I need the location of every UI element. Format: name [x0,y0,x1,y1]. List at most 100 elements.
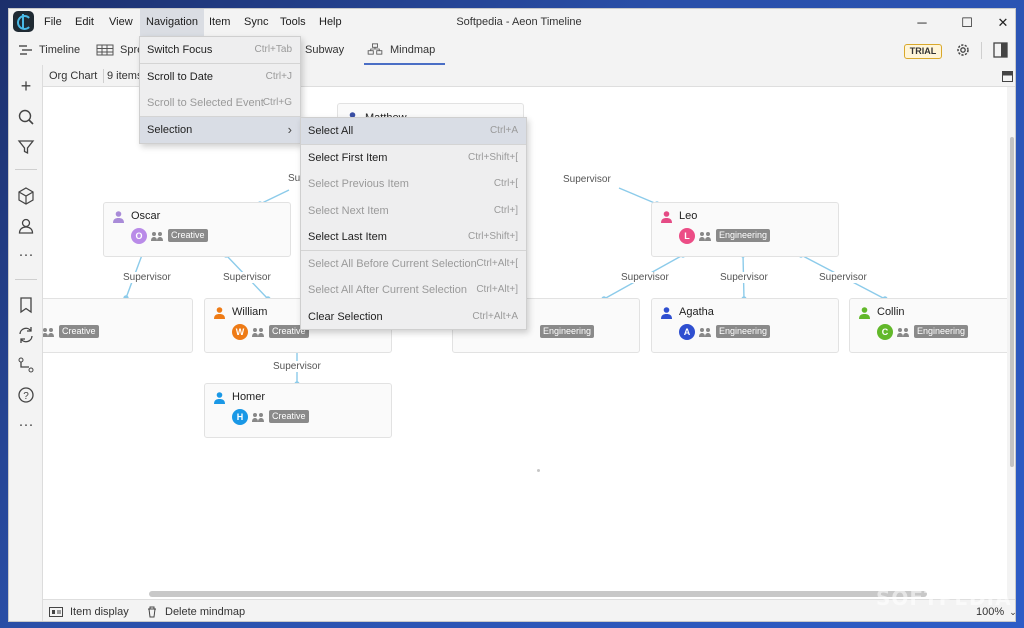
status-badge: Engineering [914,325,969,338]
horizontal-scroll-thumb[interactable] [149,591,927,597]
window-title: Softpedia - Aeon Timeline [456,16,582,28]
menu-item-shortcut: Ctrl+Tab [254,44,292,55]
collapse-panel-icon[interactable] [1002,71,1013,82]
title-bar: File Edit View Navigation Item Sync Tool… [9,9,1015,36]
panel-toggle-icon[interactable] [993,42,1008,58]
tab-mindmap[interactable]: Mindmap [366,36,435,65]
menu-file[interactable]: File [44,16,62,28]
node-homer[interactable]: Homer H Creative [204,383,392,438]
link-label: Supervisor [619,272,671,283]
close-button[interactable]: ✕ [997,15,1009,30]
menu-view[interactable]: View [109,16,133,28]
menu-item-label: Select All [308,125,354,137]
vertical-scroll-thumb[interactable] [1010,137,1014,467]
person-icon [859,307,870,319]
horizontal-scrollbar[interactable] [43,589,1007,599]
menu-item-shortcut: Ctrl+Alt+] [476,284,518,295]
zoom-level[interactable]: 100% ⌄ [976,600,1015,621]
link-label: Supervisor [221,272,273,283]
tab-subway[interactable]: Subway [305,36,344,65]
menu-separator [140,63,300,64]
node-partial-left[interactable]: e Creative [43,298,193,353]
add-icon[interactable]: + [20,76,32,96]
cube-icon[interactable] [15,185,37,207]
menu-item-selection[interactable]: Selection› [140,117,300,143]
status-badge: Creative [168,229,208,242]
breadcrumb-view[interactable]: Org Chart [49,70,98,82]
softpedia-watermark: SOFTPEDIA [876,586,1012,610]
menu-item[interactable]: Item [209,16,231,28]
filter-icon[interactable] [15,136,37,158]
link-label: Supervisor [817,272,869,283]
left-sidebar: + ··· ? ··· [9,65,43,621]
menu-item-label: Select Last Item [308,231,387,243]
person-icon [214,307,225,319]
status-bar: Item display Delete mindmap 100% ⌄ [43,599,1015,621]
vertical-scrollbar[interactable] [1007,87,1015,599]
item-count: 9 items [107,70,143,82]
menu-item-label: Switch Focus [147,44,213,56]
tab-spreadsheet[interactable]: Spre [96,36,143,65]
node-collin[interactable]: Collin C Engineering [849,298,1007,353]
status-badge: Engineering [716,325,771,338]
item-display-label: Item display [70,606,129,618]
person-icon[interactable] [15,215,37,237]
minimize-button[interactable]: ─ [917,15,927,30]
tab-timeline[interactable]: Timeline [18,36,80,65]
menu-item-shortcut: Ctrl+Alt+[ [476,258,518,269]
more-icon[interactable]: ··· [18,416,34,433]
trial-badge[interactable]: TRIAL [904,44,942,59]
bookmark-icon[interactable] [15,294,37,316]
group-icon [252,413,264,422]
path-icon[interactable] [15,354,37,376]
maximize-button[interactable]: ☐ [961,15,973,30]
more-icon[interactable]: ··· [18,246,34,263]
node-oscar[interactable]: Oscar O Creative [103,202,291,257]
group-icon [897,328,909,337]
help-icon[interactable]: ? [15,384,37,406]
gear-icon[interactable] [955,42,971,58]
menu-help[interactable]: Help [319,16,342,28]
link-label: Supervisor [121,272,173,283]
link-label: Supervisor [271,361,323,372]
sync-icon[interactable] [15,324,37,346]
link-matthew-leo [618,187,658,205]
menu-item-label: Select All After Current Selection [308,284,467,296]
node-name: Oscar [131,210,161,222]
canvas-dot [537,469,540,472]
avatar: O [131,228,147,244]
group-icon [43,328,54,337]
node-leo[interactable]: Leo L Engineering [651,202,839,257]
node-agatha[interactable]: Agatha A Engineering [651,298,839,353]
menu-item-select-all-after[interactable]: Select All After Current Selection Ctrl+A… [301,277,526,303]
menu-edit[interactable]: Edit [75,16,94,28]
person-icon [661,211,672,223]
menu-item-shortcut: Ctrl+[ [493,178,518,189]
menu-item-switch-focus[interactable]: Switch Focus Ctrl+Tab [140,37,300,63]
search-icon[interactable] [15,106,37,128]
menu-item-shortcut: Ctrl+A [489,125,518,136]
tab-timeline-label: Timeline [39,44,81,56]
menu-item-select-all[interactable]: Select All Ctrl+A [301,118,526,144]
tab-mindmap-label: Mindmap [390,44,436,56]
item-display-button[interactable]: Item display [49,600,129,621]
menu-tools[interactable]: Tools [280,16,306,28]
aeon-logo-icon [13,11,34,32]
group-icon [699,232,711,241]
delete-mindmap-button[interactable]: Delete mindmap [147,600,245,621]
menu-navigation[interactable]: Navigation [140,9,204,36]
group-icon [252,328,264,337]
link-label: Supe [286,173,314,184]
menu-sync[interactable]: Sync [244,16,269,28]
menu-separator [301,250,526,251]
avatar: C [877,324,893,340]
